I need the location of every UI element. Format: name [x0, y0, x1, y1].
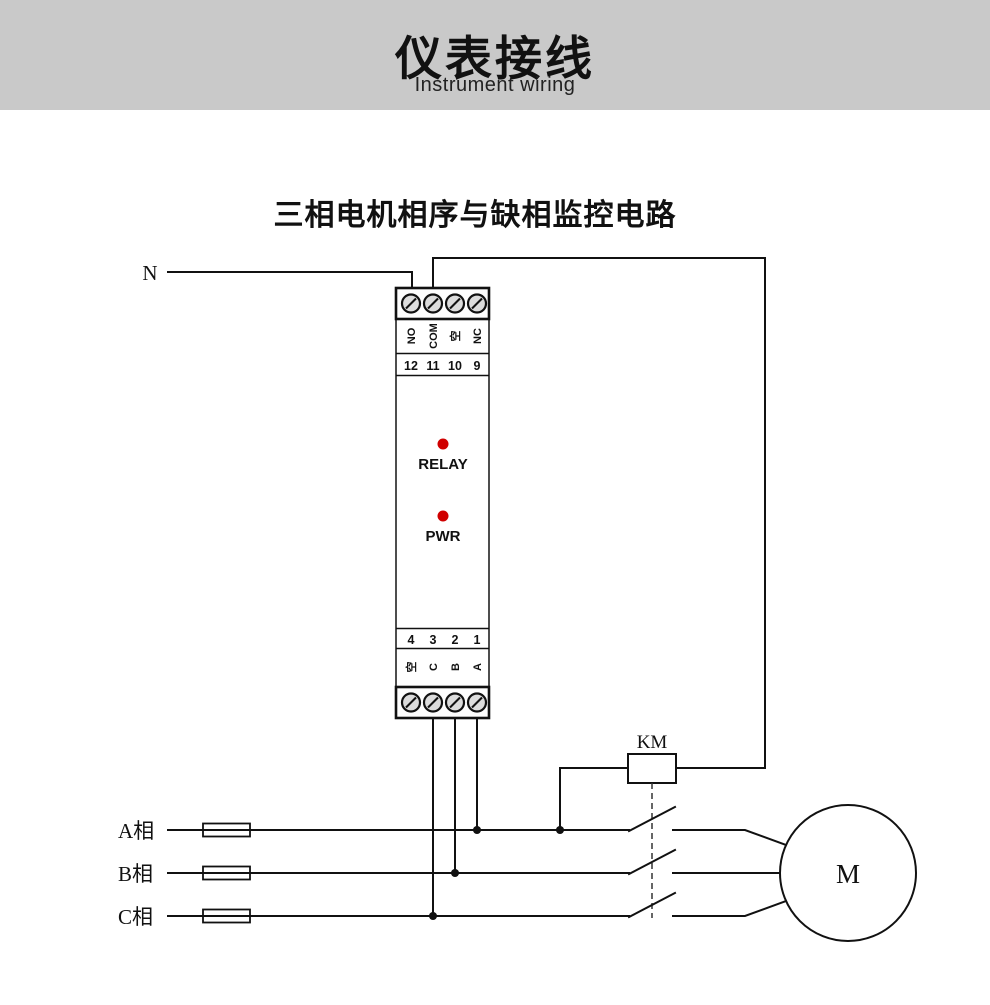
phase-c-label: C相 [118, 905, 153, 929]
phase-b-label: B相 [118, 862, 153, 886]
junction-dot [451, 869, 459, 877]
relay-output-wire [432, 257, 766, 769]
top-terminal-number: 10 [448, 359, 462, 373]
junction-dot [429, 912, 437, 920]
power-led-label: PWR [426, 528, 461, 545]
screw-slot-icon [405, 297, 417, 310]
top-terminal-label: COM [428, 323, 440, 349]
phase-c-fuse [202, 908, 251, 924]
bottom-terminal-number: 3 [430, 633, 437, 647]
power-led-icon [437, 510, 449, 522]
top-terminal-label: NO [406, 327, 418, 344]
bottom-terminal-label: B [450, 663, 462, 671]
neutral-label: N [142, 261, 157, 285]
relay-led-icon [437, 438, 449, 450]
screw-slot-icon [449, 297, 461, 310]
screw-slot-icon [405, 696, 417, 709]
motor-circle [779, 804, 917, 942]
bottom-terminal-label: A [472, 663, 484, 671]
page-header: 仪表接线 Instrument wiring [0, 0, 990, 110]
diagram-title: 三相电机相序与缺相监控电路 [274, 198, 677, 232]
motor-label: M [836, 859, 860, 889]
page-subtitle: Instrument wiring [414, 74, 576, 96]
phase-c-contact-blade [627, 891, 677, 919]
relay-module: NO COM 空 NC 12 11 10 9 RELAY PWR 4 3 2 1… [394, 286, 491, 720]
screw-slot-icon [471, 297, 483, 310]
screw-slot-icon [449, 696, 461, 709]
top-terminal-number: 11 [426, 359, 439, 373]
junction-dot [556, 826, 564, 834]
page-title: 仪表接线 [395, 32, 595, 85]
screw-slot-icon [427, 696, 439, 709]
bottom-terminal-number: 1 [474, 633, 481, 647]
contactor-coil [627, 753, 677, 784]
bottom-terminal-number: 2 [452, 633, 459, 647]
relay-led-label: RELAY [418, 456, 467, 473]
module-body [395, 287, 490, 719]
phase-c-wire-right [672, 899, 788, 917]
phase-b-contact-blade [627, 848, 677, 876]
phase-a-fuse [202, 822, 251, 838]
bottom-terminal-number: 4 [408, 633, 415, 647]
phase-a-label: A相 [118, 819, 154, 843]
phase-a-contact-blade [627, 805, 677, 833]
top-terminal-number: 12 [404, 359, 418, 373]
top-terminal-label: 空 [448, 331, 462, 342]
phase-b-fuse [202, 865, 251, 881]
junction-dot [473, 826, 481, 834]
top-terminal-number: 9 [474, 359, 481, 373]
coil-to-phase-a-wire [559, 767, 629, 831]
contactor-label: KM [637, 732, 668, 753]
bottom-terminal-label: 空 [404, 662, 418, 673]
neutral-wire [167, 271, 413, 289]
phase-a-wire-right [672, 829, 788, 847]
bottom-terminal-label: C [428, 663, 440, 671]
screw-slot-icon [427, 297, 439, 310]
screw-slot-icon [471, 696, 483, 709]
top-terminal-label: NC [472, 328, 484, 344]
